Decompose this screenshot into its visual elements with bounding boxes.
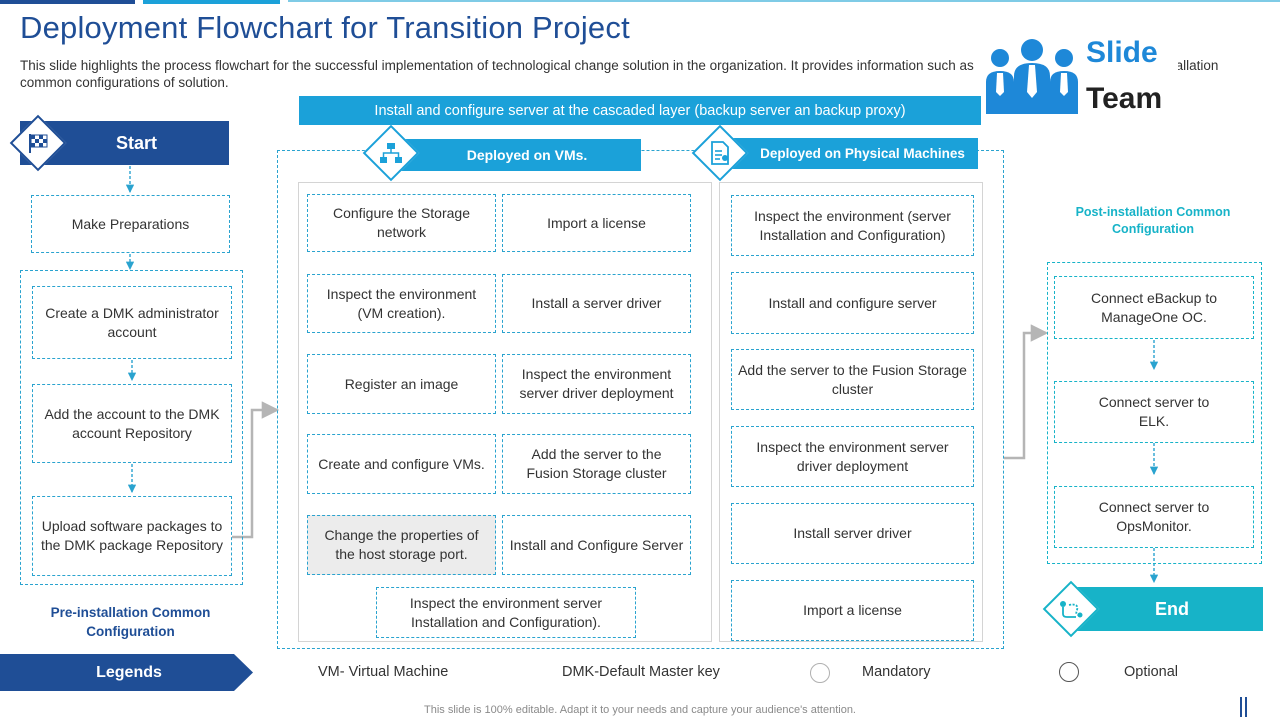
vm-step-install-configure-server: Install and Configure Server — [502, 515, 691, 575]
footer-mark-2 — [1245, 697, 1247, 717]
post-install-caption: Post-installation Common Configuration — [1075, 205, 1231, 236]
mandatory-circle-icon — [810, 663, 830, 683]
pre-install-region — [20, 270, 243, 585]
vm-step-configure-storage-network: Configure the Storage network — [307, 194, 496, 252]
top-accent-dark — [0, 0, 135, 4]
vm-step-change-host-storage-port: Change the properties of the host storag… — [307, 515, 496, 575]
physical-header: Deployed on Physical Machines — [713, 138, 978, 169]
page-description: This slide highlights the process flowch… — [20, 58, 1219, 90]
pm-step-add-server-fusion-storage: Add the server to the Fusion Storage clu… — [731, 349, 974, 410]
start-label: Start — [116, 132, 158, 153]
step-create-dmk-account: Create a DMK administrator account — [32, 286, 232, 359]
slide-team-logo: Slide Team — [978, 34, 1178, 120]
pm-step-inspect-driver-deployment: Inspect the environment server driver de… — [731, 426, 974, 487]
top-accent-line — [288, 0, 1280, 2]
vm-step-register-image: Register an image — [307, 354, 496, 414]
legends-label: Legends — [96, 663, 162, 681]
vm-step-add-server-fusion-storage: Add the server to the Fusion Storage clu… — [502, 434, 691, 494]
vm-step-import-license: Import a license — [502, 194, 691, 252]
page-title: Deployment Flowchart for Transition Proj… — [20, 10, 630, 45]
optional-circle-icon — [1059, 662, 1079, 682]
legend-mandatory: Mandatory — [862, 664, 931, 680]
post-step-connect-opsmonitor: Connect server to OpsMonitor. — [1054, 486, 1254, 548]
post-step-connect-ebackup: Connect eBackup to ManageOne OC. — [1054, 276, 1254, 339]
cascaded-layer-banner: Install and configure server at the casc… — [299, 96, 981, 125]
pm-step-install-server-driver: Install server driver — [731, 503, 974, 564]
vm-step-inspect-vm-creation: Inspect the environment (VM creation). — [307, 274, 496, 333]
post-step-connect-elk: Connect server to ELK. — [1054, 381, 1254, 443]
step-make-preparations: Make Preparations — [31, 195, 230, 253]
pm-step-inspect-server-installation: Inspect the environment (server Installa… — [731, 195, 974, 256]
vm-step-inspect-server-installation: Inspect the environment server Installat… — [376, 587, 636, 638]
end-label: End — [1155, 598, 1189, 619]
legend-dmk-definition: DMK-Default Master key — [562, 664, 720, 680]
network-hierarchy-icon — [371, 133, 411, 173]
post-install-region — [1047, 262, 1262, 564]
pm-step-import-license: Import a license — [731, 580, 974, 641]
pre-install-caption: Pre-installation Common Configuration — [50, 605, 211, 639]
vm-step-inspect-driver-deployment: Inspect the environment server driver de… — [502, 354, 691, 414]
logo-text-team: Team — [1086, 82, 1163, 115]
legend-vm-definition: VM- Virtual Machine — [318, 664, 449, 680]
vm-step-install-server-driver: Install a server driver — [502, 274, 691, 333]
team-people-icon — [986, 39, 1078, 114]
vm-step-create-configure-vms: Create and configure VMs. — [307, 434, 496, 494]
legends-banner: Legends — [0, 654, 253, 691]
legend-optional: Optional — [1124, 664, 1179, 680]
checkered-flag-icon — [18, 123, 58, 163]
route-path-icon — [1051, 589, 1091, 629]
pm-step-install-configure-server: Install and configure server — [731, 272, 974, 334]
step-upload-software-packages: Upload software packages to the DMK pack… — [32, 496, 232, 576]
footer-note: This slide is 100% editable. Adapt it to… — [424, 704, 856, 716]
document-gear-icon — [700, 133, 740, 173]
footer-mark — [1240, 697, 1242, 717]
vm-header: Deployed on VMs. — [383, 139, 641, 171]
step-add-account-repository: Add the account to the DMK account Repos… — [32, 384, 232, 463]
physical-panel — [719, 182, 983, 642]
logo-text-slide: Slide — [1086, 36, 1158, 69]
top-accent-blue — [143, 0, 280, 4]
end-banner: End — [1075, 587, 1263, 631]
